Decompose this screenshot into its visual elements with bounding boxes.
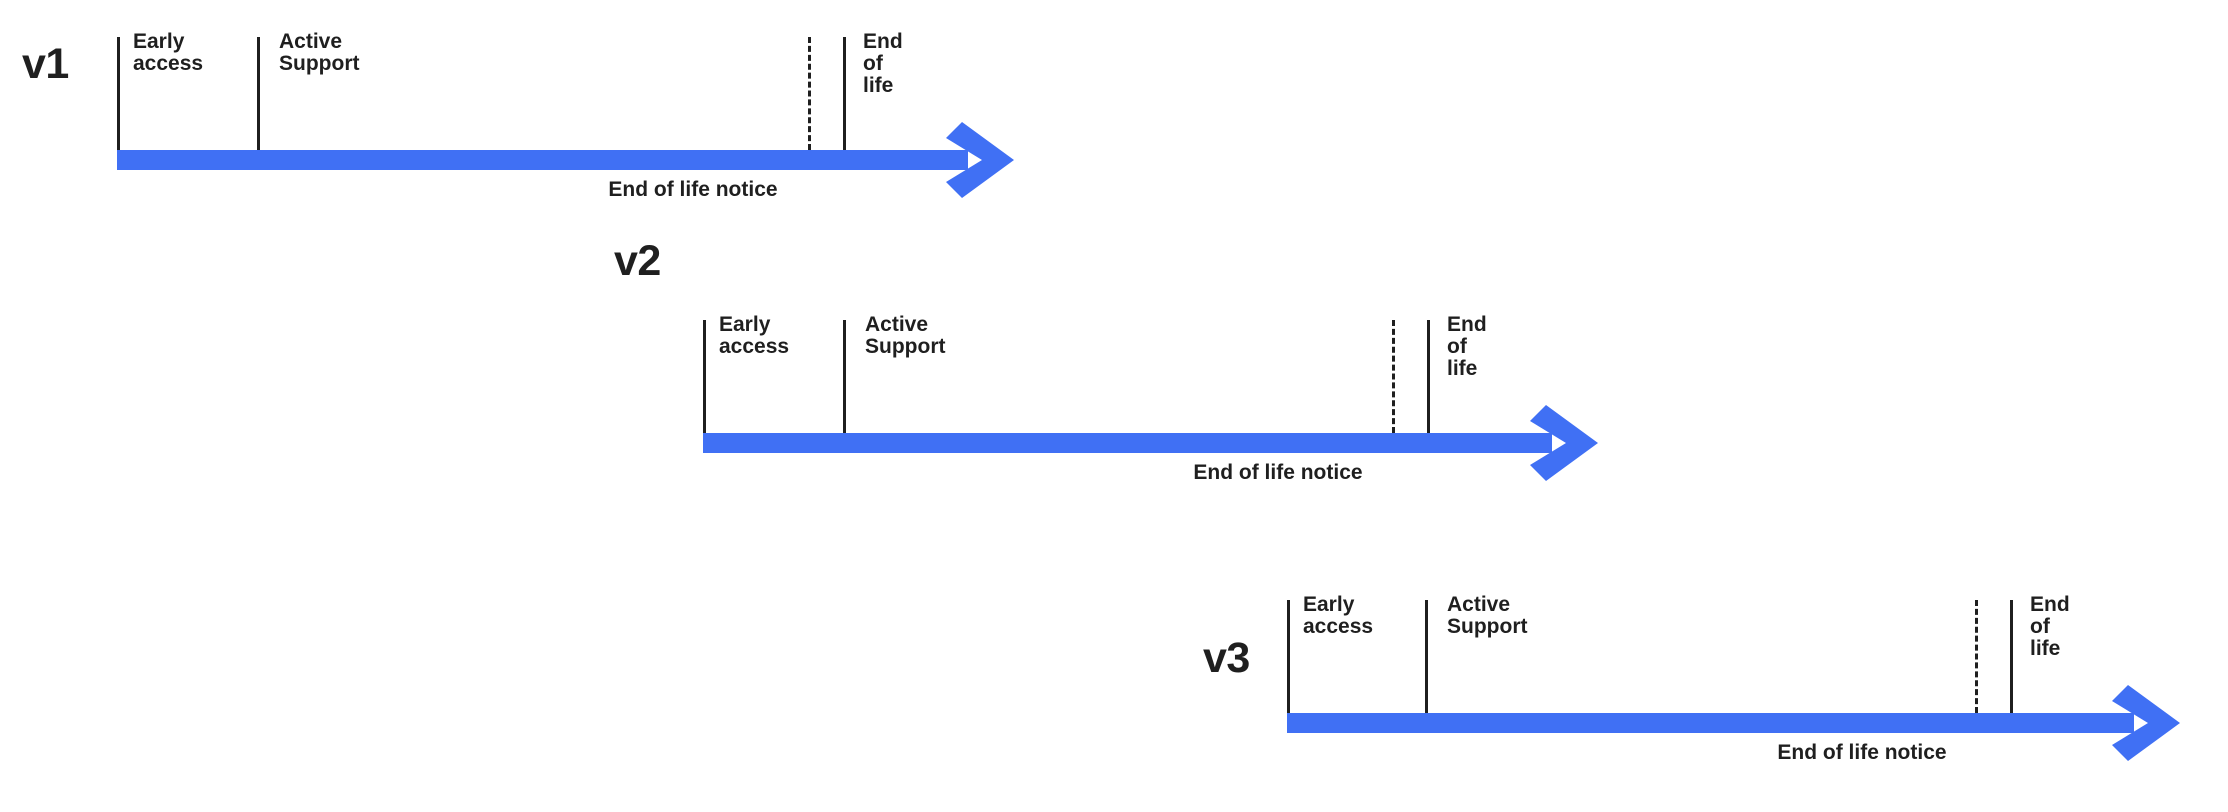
- timeline-arrowhead-v2: [1530, 405, 1598, 481]
- phase-divider-v3-3: [2010, 600, 2013, 713]
- phase-label-v2-1: Active Support: [865, 313, 946, 358]
- timeline-arrowhead-v1: [946, 122, 1014, 198]
- phase-divider-v2-1: [843, 320, 846, 433]
- end-of-life-notice-label-v3: End of life notice: [1777, 741, 1947, 764]
- phase-divider-v3-0: [1287, 600, 1290, 713]
- version-label-v2: v2: [614, 237, 661, 285]
- phase-label-v1-0: Early access: [133, 30, 204, 75]
- phase-divider-v1-3: [843, 37, 846, 150]
- phase-label-v1-1: Active Support: [279, 30, 360, 75]
- phase-divider-v3-1: [1425, 600, 1428, 713]
- phase-divider-v1-1: [257, 37, 260, 150]
- phase-label-v2-3: End of life: [1447, 313, 1487, 380]
- phase-divider-v1-0: [117, 37, 120, 150]
- timeline-bar-v1: [117, 150, 968, 170]
- phase-divider-v2-0: [703, 320, 706, 433]
- timeline-bar-v3: [1287, 713, 2134, 733]
- timeline-arrowhead-v3: [2112, 685, 2180, 761]
- timeline-bar-v2: [703, 433, 1552, 453]
- end-of-life-notice-label-v1: End of life notice: [608, 178, 778, 201]
- phase-label-v3-0: Early access: [1303, 593, 1374, 638]
- version-label-v3: v3: [1203, 634, 1250, 682]
- phase-label-v1-3: End of life: [863, 30, 903, 97]
- phase-divider-v2-3: [1427, 320, 1430, 433]
- phase-divider-dashed-v2: [1392, 320, 1395, 433]
- phase-divider-dashed-v3: [1975, 600, 1978, 713]
- phase-label-v2-0: Early access: [719, 313, 790, 358]
- end-of-life-notice-label-v2: End of life notice: [1193, 461, 1363, 484]
- phase-label-v3-3: End of life: [2030, 593, 2070, 660]
- version-label-v1: v1: [22, 40, 69, 88]
- phase-label-v3-1: Active Support: [1447, 593, 1528, 638]
- phase-divider-dashed-v1: [808, 37, 811, 150]
